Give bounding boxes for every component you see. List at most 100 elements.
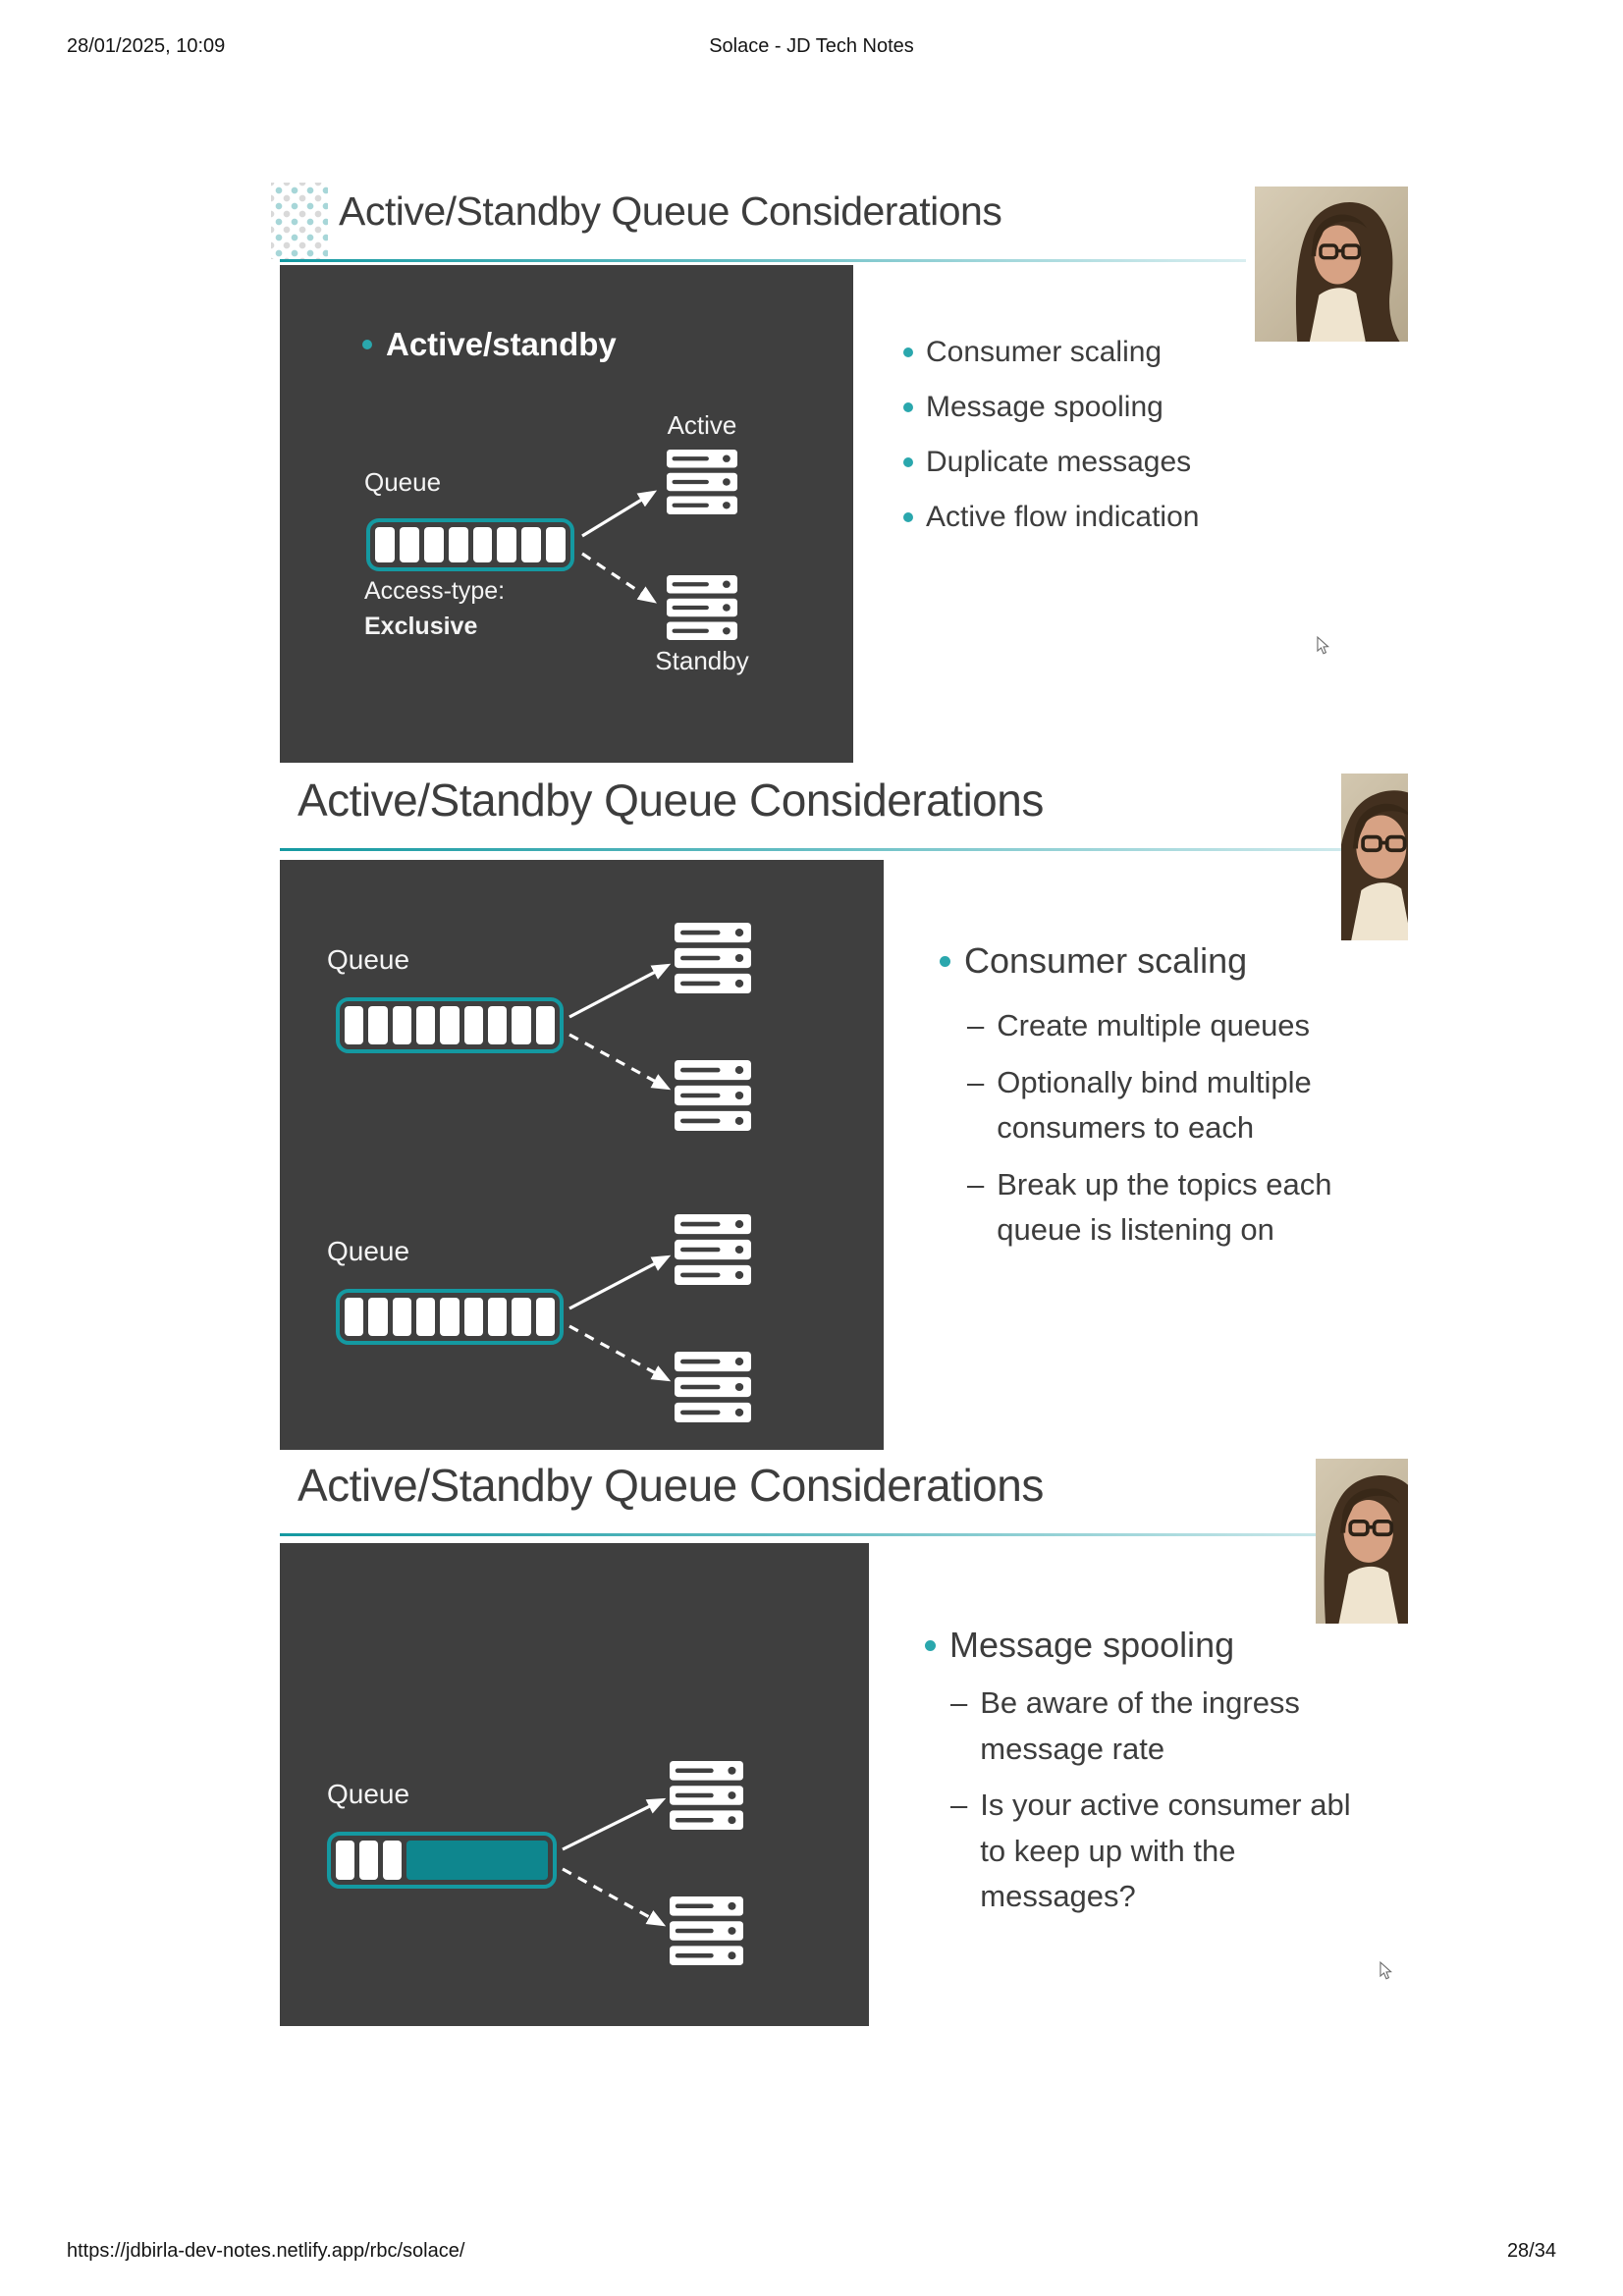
dash-icon: – bbox=[950, 1685, 968, 1720]
bullet-text: Message spooling bbox=[926, 391, 1163, 423]
dash-icon: – bbox=[967, 1008, 985, 1042]
server-icon bbox=[675, 1214, 751, 1285]
queue-segment bbox=[368, 1006, 388, 1044]
title-underline bbox=[280, 848, 1407, 851]
bullet-text: Optionally bind multiple consumers to ea… bbox=[997, 1064, 1312, 1146]
bullet-text: Be aware of the ingress message rate bbox=[980, 1685, 1300, 1766]
server-icon bbox=[670, 1896, 743, 1965]
bullet-icon bbox=[925, 1639, 936, 1651]
list-item: –Create multiple queues bbox=[967, 1003, 1399, 1049]
solid-arrow bbox=[568, 963, 672, 1019]
queue-segment bbox=[383, 1841, 402, 1880]
footer-url: https://jdbirla-dev-notes.netlify.app/rb… bbox=[67, 2240, 465, 2262]
bullet-text: Consumer scaling bbox=[964, 940, 1248, 981]
bullet-icon bbox=[940, 955, 950, 967]
queue-segment bbox=[463, 1298, 483, 1336]
queue-segment bbox=[368, 1298, 388, 1336]
queue-capacity-graphic bbox=[336, 1289, 564, 1345]
queue-segment bbox=[463, 1006, 483, 1044]
list-item: –Optionally bind multiple consumers to e… bbox=[967, 1060, 1399, 1151]
queue-capacity-graphic bbox=[336, 997, 564, 1053]
title-underline bbox=[280, 1533, 1407, 1536]
presenter-photo-illustration bbox=[1316, 1459, 1408, 1624]
slide1-title: Active/Standby Queue Considerations bbox=[339, 188, 1002, 234]
slide2-diagram-panel: Queue Queue bbox=[280, 860, 884, 1450]
queue-segment bbox=[399, 527, 419, 562]
standby-label: Standby bbox=[655, 646, 749, 675]
title-underline bbox=[280, 259, 1246, 262]
list-item: Active flow indication bbox=[903, 501, 1199, 534]
presenter-webcam bbox=[1341, 774, 1408, 940]
queue-segment bbox=[375, 527, 395, 562]
slide1-diagram-panel: Active/standby Active Queue Access-type:… bbox=[280, 265, 853, 763]
mouse-cursor-icon bbox=[1316, 636, 1330, 656]
dashed-arrow bbox=[568, 1033, 672, 1091]
queue-segment bbox=[392, 1006, 411, 1044]
list-item: Consumer scaling bbox=[903, 336, 1199, 369]
bullet-text: Consumer scaling bbox=[926, 336, 1163, 368]
queue-segment bbox=[512, 1298, 531, 1336]
dashed-arrow bbox=[562, 1867, 667, 1927]
list-item: –Is your active consumer abl to keep up … bbox=[950, 1783, 1367, 1920]
bullet-icon bbox=[903, 347, 913, 357]
solid-arrow bbox=[562, 1797, 667, 1851]
panel-heading: Active/standby bbox=[362, 326, 617, 363]
header-datetime: 28/01/2025, 10:09 bbox=[67, 35, 226, 57]
presenter-photo-illustration bbox=[1341, 774, 1408, 940]
queue-segment bbox=[487, 1006, 508, 1044]
queue-segment bbox=[487, 1298, 508, 1336]
queue-capacity-graphic bbox=[366, 518, 574, 571]
dash-icon: – bbox=[950, 1788, 968, 1822]
queue-segment bbox=[535, 1006, 555, 1044]
dash-icon: – bbox=[967, 1064, 985, 1099]
server-icon bbox=[675, 923, 751, 993]
queue-segment bbox=[440, 1298, 460, 1336]
dashed-arrow bbox=[581, 552, 657, 604]
queue-segment bbox=[392, 1298, 411, 1336]
server-icon bbox=[670, 1761, 743, 1830]
queue-segment bbox=[472, 527, 493, 562]
server-icon bbox=[675, 1060, 751, 1131]
bullet-text: Is your active consumer abl to keep up w… bbox=[980, 1788, 1351, 1913]
queue-segment bbox=[359, 1841, 378, 1880]
queue-segment bbox=[440, 1006, 460, 1044]
queue-segment bbox=[415, 1006, 436, 1044]
queue-segment bbox=[448, 527, 468, 562]
queue-label: Queue bbox=[327, 944, 410, 975]
header-document-title: Solace - JD Tech Notes bbox=[709, 35, 914, 57]
queue-label: Queue bbox=[327, 1236, 410, 1266]
server-icon bbox=[667, 575, 737, 640]
queue-segment bbox=[415, 1298, 436, 1336]
queue-segment bbox=[521, 527, 542, 562]
list-item: –Break up the topics each queue is liste… bbox=[967, 1162, 1399, 1254]
slide2-main-bullet: Consumer scaling bbox=[940, 940, 1247, 982]
server-icon bbox=[667, 450, 737, 514]
slide3-sub-bullet-list: –Be aware of the ingress message rate –I… bbox=[950, 1681, 1367, 1931]
bullet-icon bbox=[903, 402, 913, 412]
solid-arrow bbox=[568, 1255, 672, 1310]
bullet-text: Message spooling bbox=[949, 1625, 1235, 1665]
bullet-text: Break up the topics each queue is listen… bbox=[997, 1166, 1332, 1248]
bullet-icon bbox=[362, 340, 372, 349]
presenter-webcam bbox=[1316, 1459, 1408, 1624]
list-item: Message spooling bbox=[903, 391, 1199, 424]
bullet-icon bbox=[903, 457, 913, 467]
queue-segment bbox=[423, 527, 444, 562]
bullet-icon bbox=[903, 512, 913, 522]
bullet-text: Duplicate messages bbox=[926, 446, 1192, 478]
bullet-text: Create multiple queues bbox=[997, 1008, 1311, 1042]
queue-label: Queue bbox=[364, 467, 442, 497]
panel-heading-label: Active/standby bbox=[386, 326, 617, 362]
slide2-title: Active/Standby Queue Considerations bbox=[298, 774, 1044, 826]
queue-segment bbox=[546, 527, 566, 562]
presenter-photo-illustration bbox=[1255, 187, 1408, 342]
queue-segment bbox=[345, 1006, 364, 1044]
queue-segment bbox=[497, 527, 517, 562]
slide3-main-bullet: Message spooling bbox=[925, 1625, 1234, 1666]
mouse-cursor-icon bbox=[1379, 1961, 1393, 1981]
slide2-sub-bullet-list: –Create multiple queues –Optionally bind… bbox=[967, 1003, 1399, 1264]
server-icon bbox=[675, 1352, 751, 1422]
solid-arrow bbox=[581, 490, 658, 538]
slide3-diagram-panel: Queue bbox=[280, 1543, 869, 2026]
